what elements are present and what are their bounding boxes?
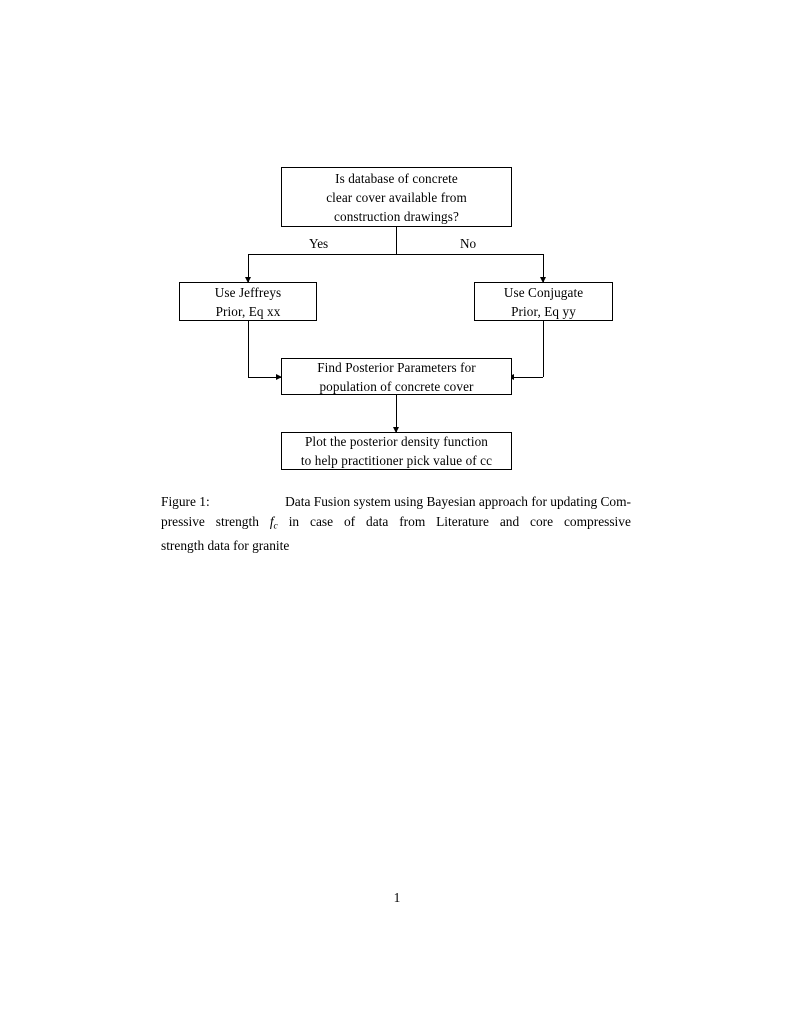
figure-flowchart: Is database of concrete clear cover avai…	[0, 0, 794, 490]
caption-line-1: Figure 1: Data Fusion system using Bayes…	[161, 492, 631, 512]
caption-word-strength: strength	[215, 513, 259, 529]
caption-word-in: in	[288, 513, 300, 529]
jeffreys-line-1: Use Jeffreys	[214, 284, 282, 300]
edge-conjugate-to-posterior	[512, 377, 543, 378]
edge-decision-stub	[396, 227, 397, 254]
flowchart-node-conjugate-prior: Use Conjugate Prior, Eq yy	[474, 282, 613, 321]
math-f: f	[269, 513, 274, 529]
caption-label: Figure 1:	[161, 494, 210, 509]
arrow-down-icon-plot	[393, 427, 399, 433]
caption-word-core: core	[530, 513, 554, 529]
branch-label-no: No	[458, 236, 479, 251]
caption-word-and: and	[499, 513, 520, 529]
edge-branch-bar	[248, 254, 544, 255]
conjugate-line-1: Use Conjugate	[503, 284, 584, 300]
edge-yes-drop	[248, 254, 249, 282]
plot-line-2: to help practitioner pick value of cc	[300, 453, 493, 468]
caption-word-case: case	[310, 513, 334, 529]
flowchart-node-jeffreys-prior: Use Jeffreys Prior, Eq xx	[179, 282, 317, 321]
jeffreys-line-2: Prior, Eq xx	[215, 303, 281, 319]
edge-no-drop	[543, 254, 544, 282]
caption-word-data: data	[366, 513, 389, 529]
posterior-line-1: Find Posterior Parameters for	[317, 359, 476, 375]
edge-jeffreys-to-posterior	[248, 377, 281, 378]
arrow-down-icon-yes	[245, 277, 251, 283]
flowchart-node-plot-density: Plot the posterior density function to h…	[281, 432, 512, 470]
plot-line-1: Plot the posterior density function	[305, 434, 488, 449]
caption-word-compressive: compressive	[563, 513, 631, 529]
caption-line-3: strength data for granite	[161, 537, 290, 553]
branch-label-yes: Yes	[307, 236, 331, 251]
conjugate-line-2: Prior, Eq yy	[511, 303, 576, 319]
figure-caption: Figure 1: Data Fusion system using Bayes…	[161, 492, 631, 555]
caption-word-of: of	[343, 513, 356, 529]
decision-line-3: construction drawings?	[334, 208, 459, 224]
arrow-right-icon-jeffreys	[276, 374, 282, 380]
edge-posterior-to-plot	[396, 395, 397, 432]
posterior-line-2: population of concrete cover	[319, 378, 474, 394]
caption-word-literature: Literature	[436, 513, 489, 529]
edge-conjugate-down	[543, 321, 544, 377]
caption-math-fc: fc	[270, 512, 278, 536]
decision-line-2: clear cover available from	[326, 189, 467, 205]
caption-word-from: from	[399, 513, 426, 529]
arrow-down-icon-no	[540, 277, 546, 283]
edge-jeffreys-down	[248, 321, 249, 377]
decision-line-1: Is database of concrete	[335, 170, 458, 186]
caption-word-pressive: pressive	[161, 513, 205, 529]
flowchart-node-decision: Is database of concrete clear cover avai…	[281, 167, 512, 227]
caption-line-2: pressive strength fc in case of data fro…	[161, 512, 631, 536]
page-number: 1	[393, 890, 401, 905]
flowchart-node-find-posterior: Find Posterior Parameters for population…	[281, 358, 512, 395]
math-sub-c: c	[273, 520, 278, 532]
caption-line-1-text: Data Fusion system using Bayesian approa…	[285, 494, 631, 509]
